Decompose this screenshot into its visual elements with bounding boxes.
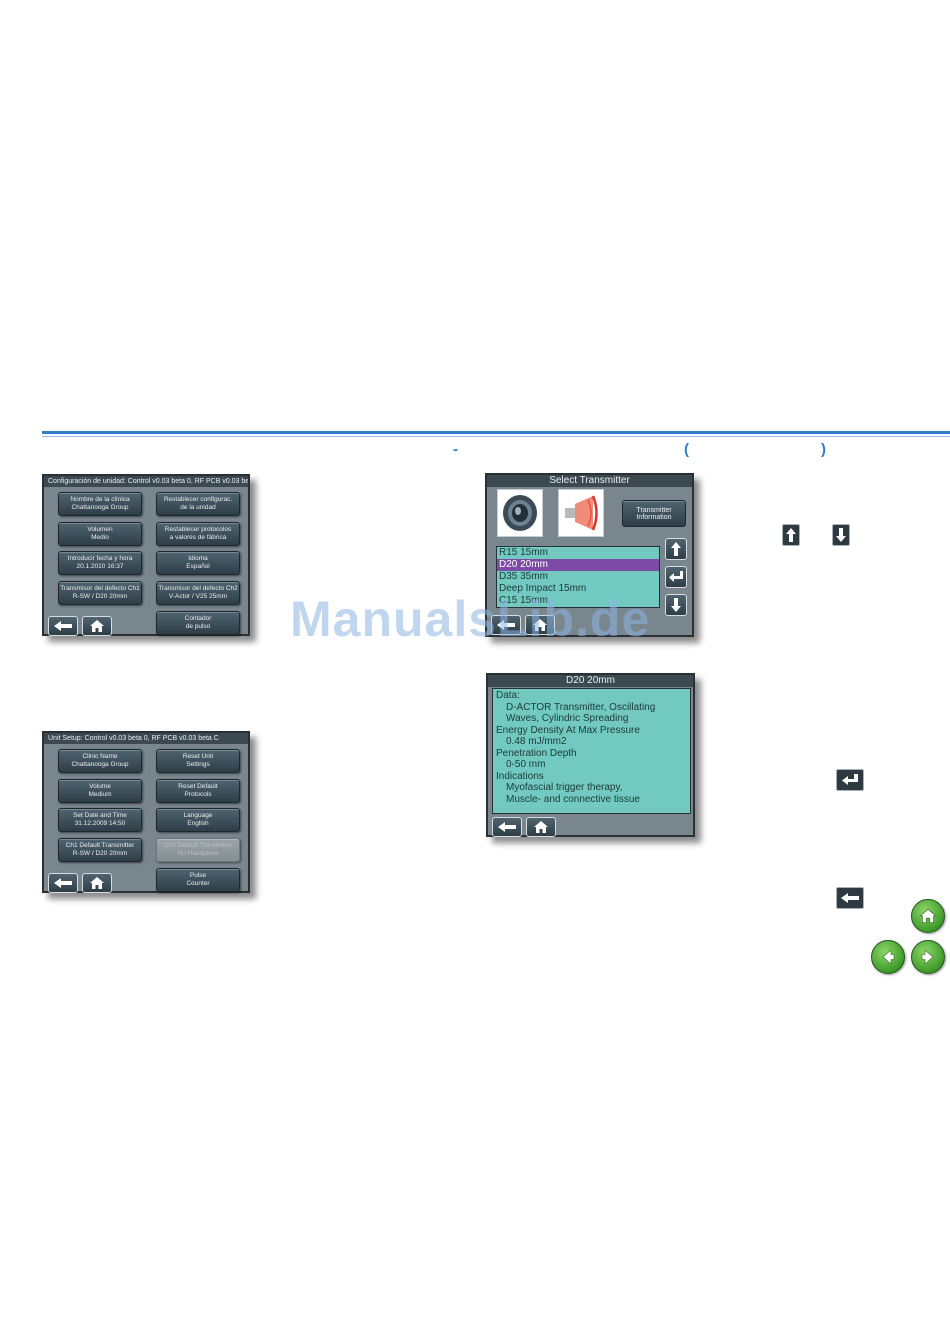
list-item[interactable]: D35 35mm — [499, 571, 548, 582]
back-arrow-icon — [54, 621, 72, 631]
home-icon — [90, 620, 104, 632]
detail-value: Waves, Cylindric Spreading — [506, 713, 629, 724]
detail-value: 0-50 mm — [506, 759, 546, 770]
scroll-up-button[interactable] — [665, 538, 687, 560]
detail-label-penetration-depth: Penetration Depth — [496, 747, 577, 759]
header-paren-close: ) — [821, 441, 826, 458]
page-previous-button[interactable] — [871, 940, 905, 974]
header-rule-thin — [42, 436, 950, 437]
transmitter-image-focused — [558, 489, 604, 537]
transmitter-detail-screen: D20 20mm Data: D-ACTOR Transmitter, Osci… — [486, 673, 695, 837]
screen-title: D20 20mm — [488, 675, 693, 687]
header-dash: - — [453, 441, 458, 458]
list-item-selected[interactable]: D20 20mm — [497, 559, 659, 571]
detail-label-energy-density: Energy Density At Max Pressure — [496, 724, 640, 736]
back-button[interactable] — [48, 616, 78, 636]
arrow-up-reference-icon — [782, 524, 800, 546]
home-icon — [90, 877, 104, 889]
header-rule — [42, 431, 950, 434]
back-button[interactable] — [48, 873, 78, 893]
detail-value: Myofascial trigger therapy, — [506, 782, 623, 793]
detail-label-indications: Indications — [496, 770, 544, 782]
transmitter-image-d-actor — [497, 489, 543, 537]
home-button[interactable] — [82, 873, 112, 893]
home-icon — [533, 619, 547, 631]
scroll-down-button[interactable] — [665, 594, 687, 616]
arrow-up-icon — [671, 542, 681, 556]
detail-label-data: Data: — [496, 690, 520, 701]
screen-title: Unit Setup: Control v0.03 beta 0, RF PCB… — [44, 733, 248, 744]
detail-value: 0.48 mJ/mm2 — [506, 736, 567, 747]
enter-button[interactable] — [665, 566, 687, 588]
back-arrow-icon — [498, 822, 516, 832]
arrow-down-reference-icon — [832, 524, 850, 546]
screen-title: Configuración de unidad: Control v0.03 b… — [44, 476, 248, 487]
back-button[interactable] — [492, 817, 522, 837]
transmitter-detail-panel: Data: D-ACTOR Transmitter, Oscillating W… — [492, 688, 691, 814]
pressure-wave-icon — [565, 495, 598, 531]
back-arrow-icon — [497, 620, 515, 630]
detail-value: Muscle- and connective tissue — [506, 793, 640, 805]
home-icon — [534, 821, 548, 833]
transmitter-list: R15 15mm D20 20mm D35 35mm Deep Impact 1… — [496, 546, 660, 608]
home-button[interactable] — [525, 615, 555, 635]
list-item[interactable]: C15 15mm — [499, 595, 548, 606]
enter-reference-icon — [836, 769, 864, 791]
enter-icon — [669, 571, 683, 582]
header-paren-open: ( — [684, 441, 689, 458]
detail-value: D-ACTOR Transmitter, Oscillating — [506, 701, 656, 713]
watermark: ManualsLib.de — [290, 591, 651, 647]
page-home-button[interactable] — [911, 899, 945, 933]
unit-setup-screen-english: Unit Setup: Control v0.03 beta 0, RF PCB… — [42, 731, 250, 893]
chevron-left-icon — [882, 949, 895, 965]
back-arrow-icon — [54, 878, 72, 888]
back-reference-icon — [836, 887, 864, 909]
d-actor-transmitter-icon — [503, 495, 537, 531]
list-item[interactable]: R15 15mm — [499, 547, 548, 558]
back-button[interactable] — [491, 615, 521, 635]
unit-setup-screen-spanish: Configuración de unidad: Control v0.03 b… — [42, 474, 250, 636]
chevron-right-icon — [921, 949, 934, 965]
home-icon — [919, 908, 937, 924]
arrow-down-icon — [671, 598, 681, 612]
reset-unit-settings-button[interactable]: Restablecer configurac.de la unidad — [156, 492, 240, 516]
list-item[interactable]: Deep Impact 15mm — [499, 583, 587, 594]
screen-title: Select Transmitter — [487, 475, 692, 487]
home-button[interactable] — [526, 817, 556, 837]
home-button[interactable] — [82, 616, 112, 636]
page-next-button[interactable] — [911, 940, 945, 974]
